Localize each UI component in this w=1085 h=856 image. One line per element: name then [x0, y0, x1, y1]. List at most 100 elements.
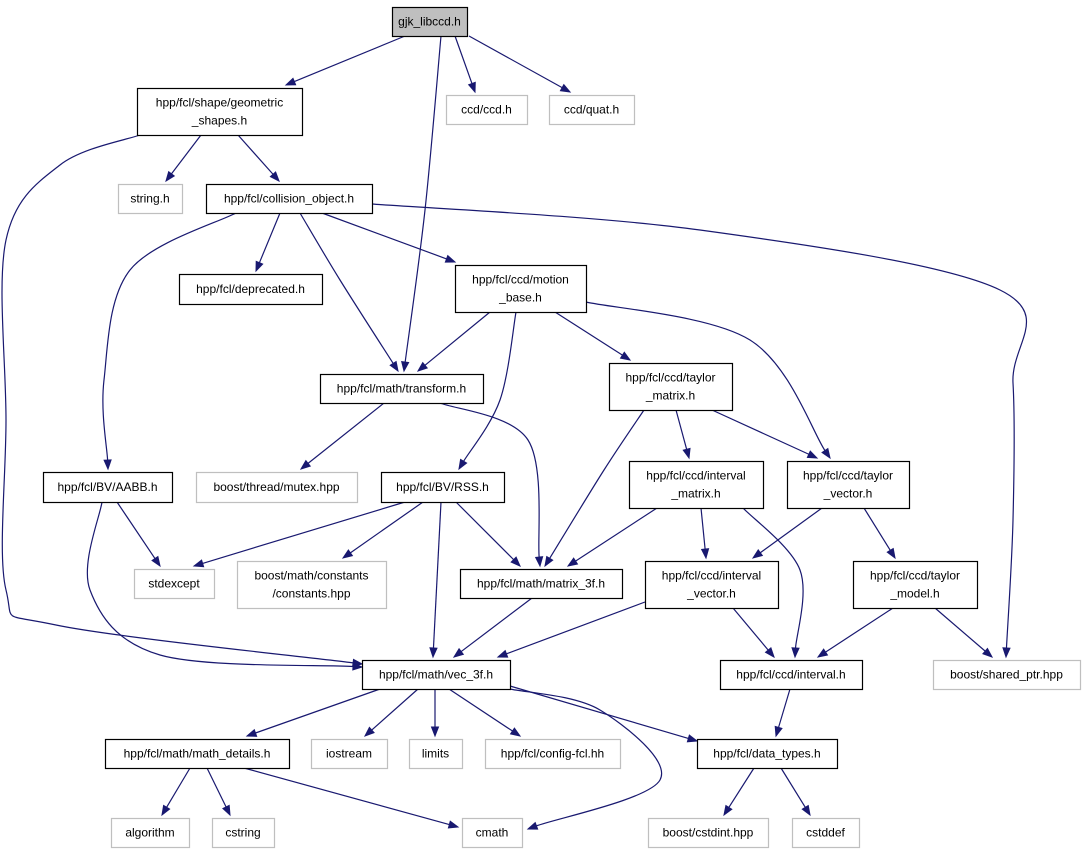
edge-line	[463, 311, 517, 462]
node-label: string.h	[130, 192, 169, 206]
node-math-details-h[interactable]: hpp/fcl/math/math_details.h	[104, 738, 291, 770]
node-box	[791, 817, 861, 849]
node-label: limits	[422, 747, 449, 761]
node-label: hpp/fcl/config-fcl.hh	[501, 747, 604, 761]
node-taylor-vector-h[interactable]: hpp/fcl/ccd/taylor _vector.h	[786, 460, 911, 510]
node-deprecated-h[interactable]: hpp/fcl/deprecated.h	[178, 273, 324, 306]
node-label: hpp/fcl/math/transform.h	[337, 382, 466, 396]
edge-line	[780, 767, 806, 808]
edge-line	[554, 311, 623, 356]
edge-arrowhead	[764, 646, 775, 659]
edge-interval_h-to-data_types_h	[774, 688, 791, 738]
edge-collision_object_h-to-aabb_h	[102, 212, 237, 471]
node-box	[647, 817, 770, 849]
edge-vec_3f_h-to-cmath	[509, 688, 663, 830]
node-label: _vector.h	[823, 487, 873, 501]
node-box	[110, 817, 191, 849]
node-limits[interactable]: limits	[408, 738, 464, 770]
node-box	[696, 738, 839, 770]
node-cstring[interactable]: cstring	[211, 817, 276, 849]
node-transform-h[interactable]: hpp/fcl/math/transform.h	[319, 373, 485, 405]
edge-layer	[1, 35, 1028, 830]
edge-taylor_matrix_h-to-matrix_3f_h	[544, 409, 645, 568]
edge-line	[825, 607, 894, 653]
edge-arrowhead	[982, 647, 994, 658]
node-gjk-libccd-h[interactable]: gjk_libccd.h	[391, 6, 469, 38]
node-box	[117, 183, 184, 215]
edge-arrowhead	[389, 360, 399, 373]
node-box	[548, 94, 636, 126]
node-string-h[interactable]: string.h	[117, 183, 184, 215]
edge-line	[294, 35, 406, 83]
edge-arrowhead	[416, 361, 429, 372]
node-collision-object-h[interactable]: hpp/fcl/collision_object.h	[205, 183, 374, 215]
edge-arrowhead	[619, 351, 632, 361]
edge-arrowhead	[496, 649, 509, 658]
edge-line	[742, 507, 804, 649]
edge-line	[777, 688, 791, 728]
node-taylor-matrix-h[interactable]: hpp/fcl/ccd/taylor_matrix.h	[608, 362, 734, 412]
node-motion-base-h[interactable]: hpp/fcl/ccd/motion_base.h	[454, 264, 588, 314]
node-taylor-model-h[interactable]: hpp/fcl/ccd/taylor_model.h	[852, 560, 979, 610]
edge-rss_h-to-stdexcept	[192, 501, 406, 568]
edge-data_types_h-to-cstddef	[780, 767, 811, 817]
node-cstdint-hpp[interactable]: boost/cstdint.hpp	[647, 817, 770, 849]
edge-vec_3f_h-to-data_types_h	[509, 685, 699, 743]
node-matrix-3f-h[interactable]: hpp/fcl/math/matrix_3f.h	[459, 568, 624, 600]
edge-transform_h-to-mutex_hpp	[299, 402, 385, 470]
node-config-fcl-hh[interactable]: hpp/fcl/config-fcl.hh	[484, 738, 622, 770]
node-box	[608, 362, 734, 412]
node-iostream[interactable]: iostream	[310, 738, 389, 770]
edge-arrowhead	[452, 647, 465, 658]
edge-arrowhead	[363, 726, 375, 737]
edge-line	[321, 212, 447, 260]
node-label: hpp/fcl/data_types.h	[713, 747, 820, 761]
node-box	[133, 568, 216, 600]
edge-arrowhead	[686, 734, 699, 743]
edge-line	[350, 501, 424, 554]
node-box	[236, 560, 388, 610]
node-label: /constants.hpp	[272, 587, 350, 601]
node-interval-vector-h[interactable]: hpp/fcl/ccd/interval_vector.h	[644, 560, 780, 610]
edge-rss_h-to-matrix_3f_h	[455, 501, 521, 567]
node-data-types-h[interactable]: hpp/fcl/data_types.h	[696, 738, 839, 770]
node-interval-h[interactable]: hpp/fcl/ccd/interval.h	[719, 659, 864, 691]
node-label: boost/thread/mutex.hpp	[213, 480, 339, 494]
node-shared-ptr-hpp[interactable]: boost/shared_ptr.hpp	[932, 659, 1082, 691]
node-rss-h[interactable]: hpp/fcl/BV/RSS.h	[380, 471, 506, 504]
node-interval-matrix-h[interactable]: hpp/fcl/ccd/interval_matrix.h	[628, 460, 765, 510]
node-box	[461, 817, 524, 849]
node-label: hpp/fcl/ccd/motion	[472, 273, 569, 287]
node-algorithm[interactable]: algorithm	[110, 817, 191, 849]
node-ccd-ccd-h[interactable]: ccd/ccd.h	[445, 94, 529, 126]
node-box	[178, 273, 324, 306]
node-geometric-shapes-h[interactable]: hpp/fcl/shape/geometric_shapes.h	[136, 87, 304, 137]
edge-arrowhead	[774, 725, 783, 738]
node-cmath[interactable]: cmath	[461, 817, 524, 849]
edge-arrowhead	[544, 555, 554, 568]
node-aabb-h[interactable]: hpp/fcl/BV/AABB.h	[42, 471, 174, 504]
node-box	[786, 460, 911, 510]
edge-motion_base_h-to-transform_h	[416, 311, 491, 372]
node-mutex-hpp[interactable]: boost/thread/mutex.hpp	[195, 471, 359, 504]
edge-collision_object_h-to-deprecated_h	[255, 212, 281, 273]
edge-arrowhead	[245, 728, 258, 737]
edge-arrowhead	[269, 171, 280, 183]
node-vec-3f-h[interactable]: hpp/fcl/math/vec_3f.h	[361, 659, 512, 691]
node-label: hpp/fcl/ccd/taylor	[803, 469, 893, 483]
edge-arrowhead	[751, 548, 764, 559]
edge-arrowhead	[165, 170, 176, 183]
node-stdexcept[interactable]: stdexcept	[133, 568, 216, 600]
edge-line	[509, 685, 689, 740]
node-label: hpp/fcl/math/matrix_3f.h	[477, 577, 605, 591]
node-box	[628, 460, 765, 510]
edge-vec_3f_h-to-limits	[430, 689, 440, 738]
edge-arrowhead	[801, 804, 811, 817]
node-box	[380, 471, 506, 504]
node-constants-hpp[interactable]: boost/math/constants/constants.hpp	[236, 560, 388, 610]
edge-taylor_vector_h-to-interval_vector_h	[751, 507, 823, 559]
node-label: hpp/fcl/ccd/taylor	[870, 569, 960, 583]
edge-rss_h-to-vec_3f_h	[429, 501, 442, 659]
node-cstddef[interactable]: cstddef	[791, 817, 861, 849]
node-ccd-quat-h[interactable]: ccd/quat.h	[548, 94, 636, 126]
